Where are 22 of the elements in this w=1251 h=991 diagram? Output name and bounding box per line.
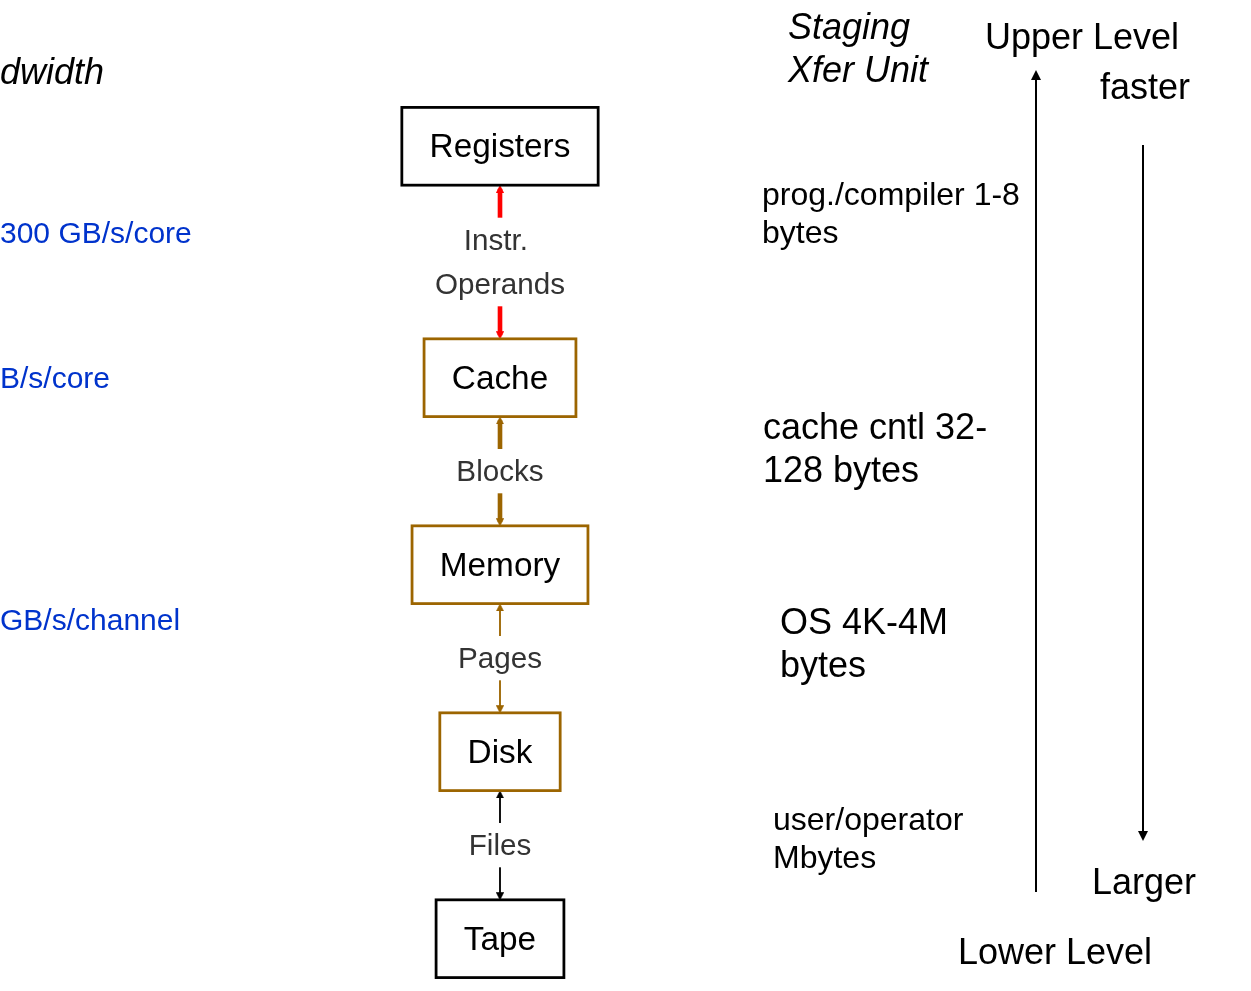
side-note: OS 4K-4M bytes bbox=[780, 600, 950, 687]
edge-label: Files bbox=[468, 828, 532, 862]
edge-label: Blocks bbox=[456, 454, 544, 488]
side-note: Staging Xfer Unit bbox=[788, 5, 931, 92]
edge-label: Pages bbox=[458, 641, 542, 675]
side-note: Lower Level bbox=[958, 930, 1154, 974]
node-box: Cache bbox=[422, 337, 578, 418]
side-note: user/operator Mbytes bbox=[773, 800, 965, 877]
side-note: prog./compiler 1-8 bytes bbox=[762, 175, 1021, 252]
side-note: Larger bbox=[1092, 860, 1198, 904]
side-note: dwidth bbox=[0, 50, 106, 94]
side-note: cache cntl 32-128 bytes bbox=[763, 405, 989, 492]
node-box: Tape bbox=[434, 898, 566, 979]
side-note: 300 GB/s/core bbox=[0, 215, 193, 251]
side-note: GB/s/channel bbox=[0, 602, 182, 638]
node-box: Memory bbox=[410, 524, 590, 605]
side-note: faster bbox=[1100, 65, 1192, 109]
edge-label: Instr. Operands bbox=[434, 223, 566, 301]
node-box: Disk bbox=[438, 711, 562, 792]
side-note: Upper Level bbox=[985, 15, 1181, 59]
side-note: B/s/core bbox=[0, 360, 112, 396]
node-box: Registers bbox=[400, 106, 600, 187]
